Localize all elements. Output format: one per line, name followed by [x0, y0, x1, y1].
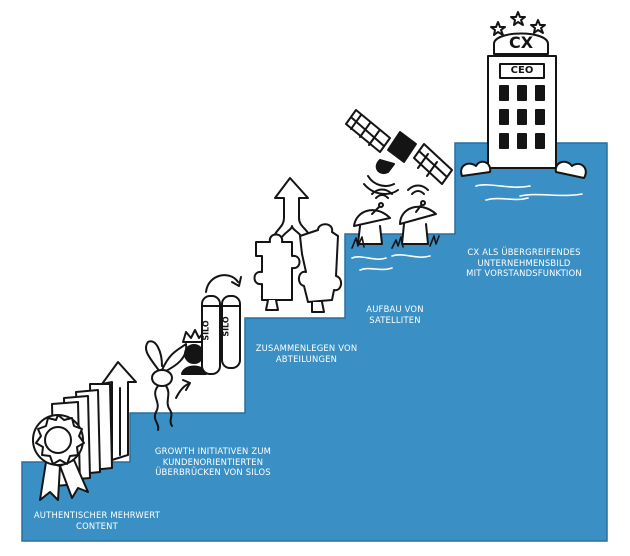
caption-line: ÜBERBRÜCKEN VON SILOS: [155, 467, 271, 477]
cx-ceo-building-icon: [460, 11, 587, 201]
stair-steps: [21, 142, 608, 542]
caption-line: GROWTH INITIATIVEN ZUM: [154, 446, 272, 456]
award-documents-arrow-icon: [32, 361, 137, 501]
caption-line: UNTERNEHMENSBILD: [477, 257, 571, 268]
caption-line: ABTEILUNGEN: [275, 353, 338, 364]
caption-line: ZUSAMMENLEGEN VON: [255, 343, 358, 353]
step-caption-5: CX ALS ÜBERGREIFENDES UNTERNEHMENSBILD M…: [456, 247, 592, 279]
door-sign-text: CEO: [510, 65, 534, 76]
puzzle-merge-arrow-icon: [253, 177, 342, 313]
caption-line: CX ALS ÜBERGREIFENDES: [467, 247, 581, 257]
step-caption-3: ZUSAMMENLEGEN VON ABTEILUNGEN: [254, 343, 359, 364]
silos-king-sprout-icon: [144, 274, 242, 431]
caption-line: CONTENT: [76, 520, 118, 531]
roof-sign-text: CX: [508, 33, 534, 52]
caption-line: AUFBAU VON: [366, 304, 424, 314]
caption-line: AUTHENTISCHER MEHRWERT: [33, 510, 161, 520]
caption-line: KUNDENORIENTIERTEN: [162, 456, 264, 467]
step-caption-1: AUTHENTISCHER MEHRWERT CONTENT: [22, 510, 172, 531]
caption-line: MIT VORSTANDSFUNKTION: [466, 268, 582, 278]
silo-label: SILO: [221, 316, 231, 337]
caption-line: SATELLITEN: [369, 314, 421, 325]
step-caption-4: AUFBAU VON SATELLITEN: [360, 304, 430, 325]
satellite-dishes-icon: [345, 109, 453, 271]
silo-label: SILO: [201, 320, 211, 341]
step-caption-2: GROWTH INITIATIVEN ZUM KUNDENORIENTIERTE…: [148, 446, 278, 478]
